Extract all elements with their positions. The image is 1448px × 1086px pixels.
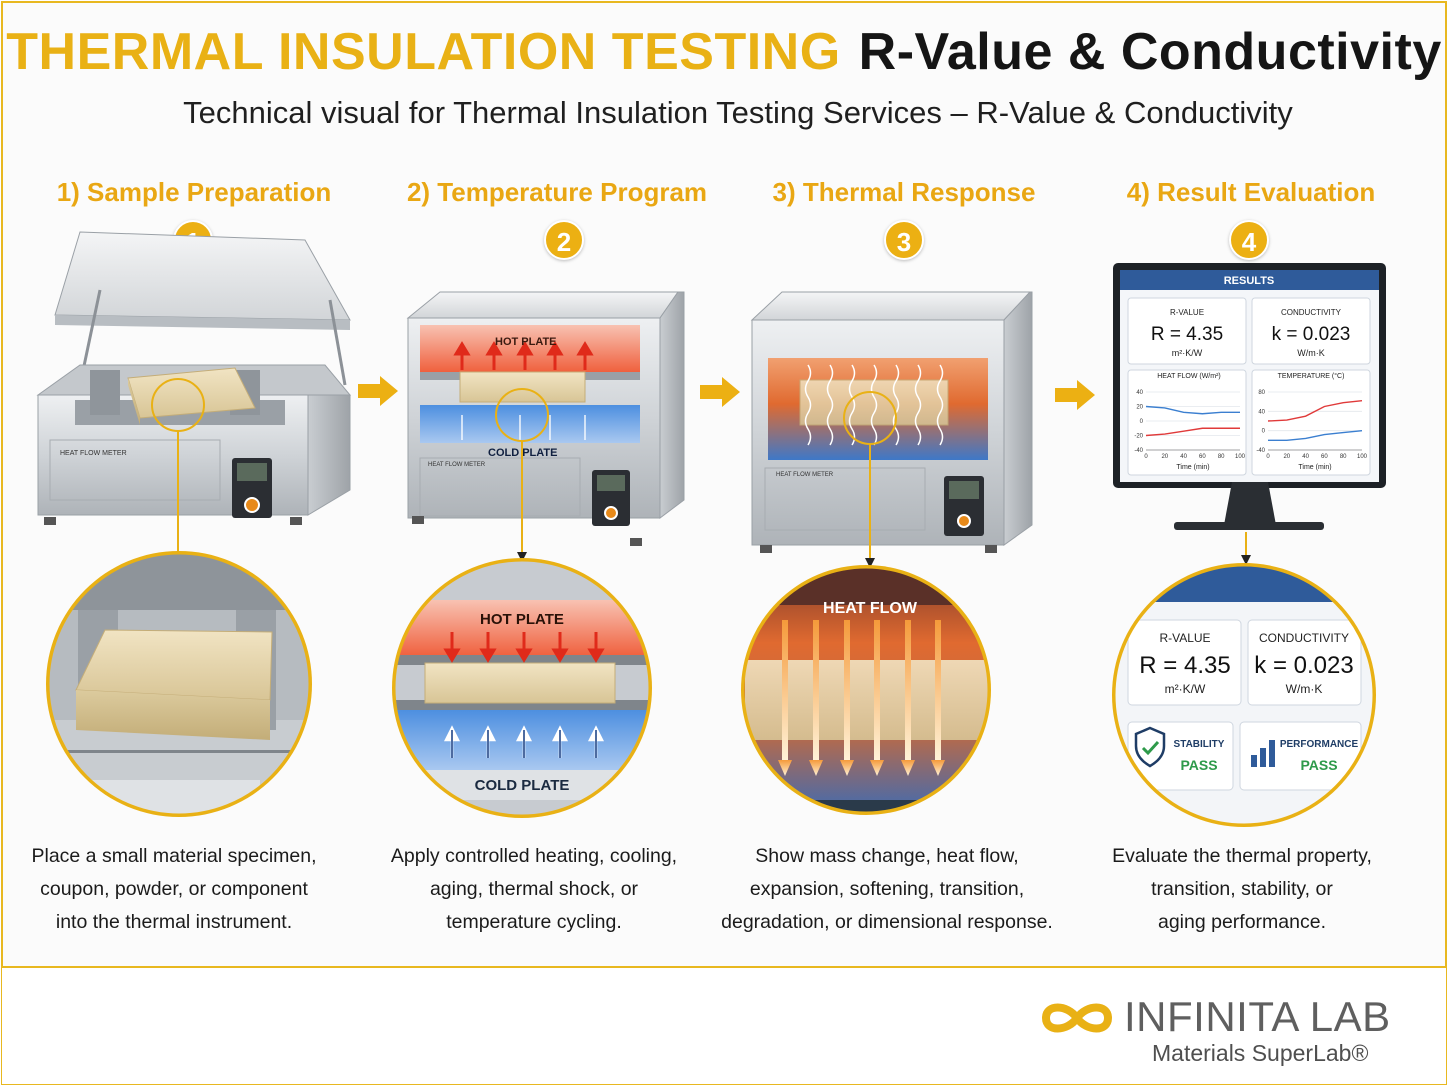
- step-2-desc-line-3: temperature cycling.: [446, 911, 622, 933]
- step-3-desc-line-1: Show mass change, heat flow,: [755, 845, 1019, 867]
- step-2-title: 2) Temperature Program: [406, 177, 708, 207]
- step-2-description: Apply controlled heating, cooling, aging…: [362, 840, 706, 939]
- footer-divider: [2, 966, 1446, 968]
- page-title: THERMAL INSULATION TESTING R-Value & Cond…: [0, 22, 1448, 82]
- logo-tagline: Materials SuperLab®: [1152, 1040, 1369, 1066]
- step-arrow-3: [1055, 380, 1095, 410]
- title-part-1: THERMAL INSULATION TESTING: [6, 23, 841, 81]
- step-4-title: 4) Result Evaluation: [1126, 177, 1376, 207]
- infinity-logo-icon: [1041, 1003, 1113, 1033]
- step-1-description: Place a small material specimen, coupon,…: [2, 840, 346, 939]
- step-arrow-1: [358, 376, 398, 406]
- step-4-desc-line-1: Evaluate the thermal property,: [1112, 845, 1372, 867]
- step-3-desc-line-2: expansion, softening, transition,: [749, 878, 1025, 900]
- step-3: 3) Thermal Response 3 Show mass change, …: [721, 0, 1076, 966]
- logo-name: INFINITA LAB: [1124, 993, 1391, 1040]
- footer: [2, 968, 1446, 1084]
- step-2-badge: 2: [544, 220, 584, 260]
- step-4-badge: 4: [1229, 220, 1269, 260]
- step-1-desc-line-1: Place a small material specimen,: [31, 845, 317, 867]
- step-4-desc-line-3: aging performance.: [1157, 911, 1327, 933]
- step-4: 4) Result Evaluation 4 Evaluate the ther…: [1079, 0, 1423, 966]
- step-3-desc-line-3: degradation, or dimensional response.: [721, 911, 1053, 933]
- step-3-description: Show mass change, heat flow, expansion, …: [692, 840, 1082, 939]
- step-1-title: 1) Sample Preparation: [56, 177, 332, 207]
- step-arrow-2: [700, 377, 740, 407]
- step-2-desc-line-2: aging, thermal shock, or: [429, 878, 639, 900]
- step-1-desc-line-2: coupon, powder, or component: [40, 878, 308, 900]
- step-3-badge: 3: [884, 220, 924, 260]
- step-1: 1) Sample Preparation 1 Place a small ma…: [22, 0, 366, 966]
- title-part-2: R-Value & Conductivity: [858, 23, 1442, 81]
- step-1-badge: 1: [173, 220, 213, 260]
- step-4-description: Evaluate the thermal property, transitio…: [1070, 840, 1414, 939]
- step-2: 2) Temperature Program 2 Apply controlle…: [385, 0, 729, 966]
- step-1-desc-line-3: into the thermal instrument.: [55, 911, 293, 933]
- step-4-desc-line-2: transition, stability, or: [1151, 878, 1333, 900]
- step-3-title: 3) Thermal Response: [772, 177, 1036, 207]
- step-2-desc-line-1: Apply controlled heating, cooling,: [390, 845, 678, 867]
- page-subtitle: Technical visual for Thermal Insulation …: [183, 95, 1293, 130]
